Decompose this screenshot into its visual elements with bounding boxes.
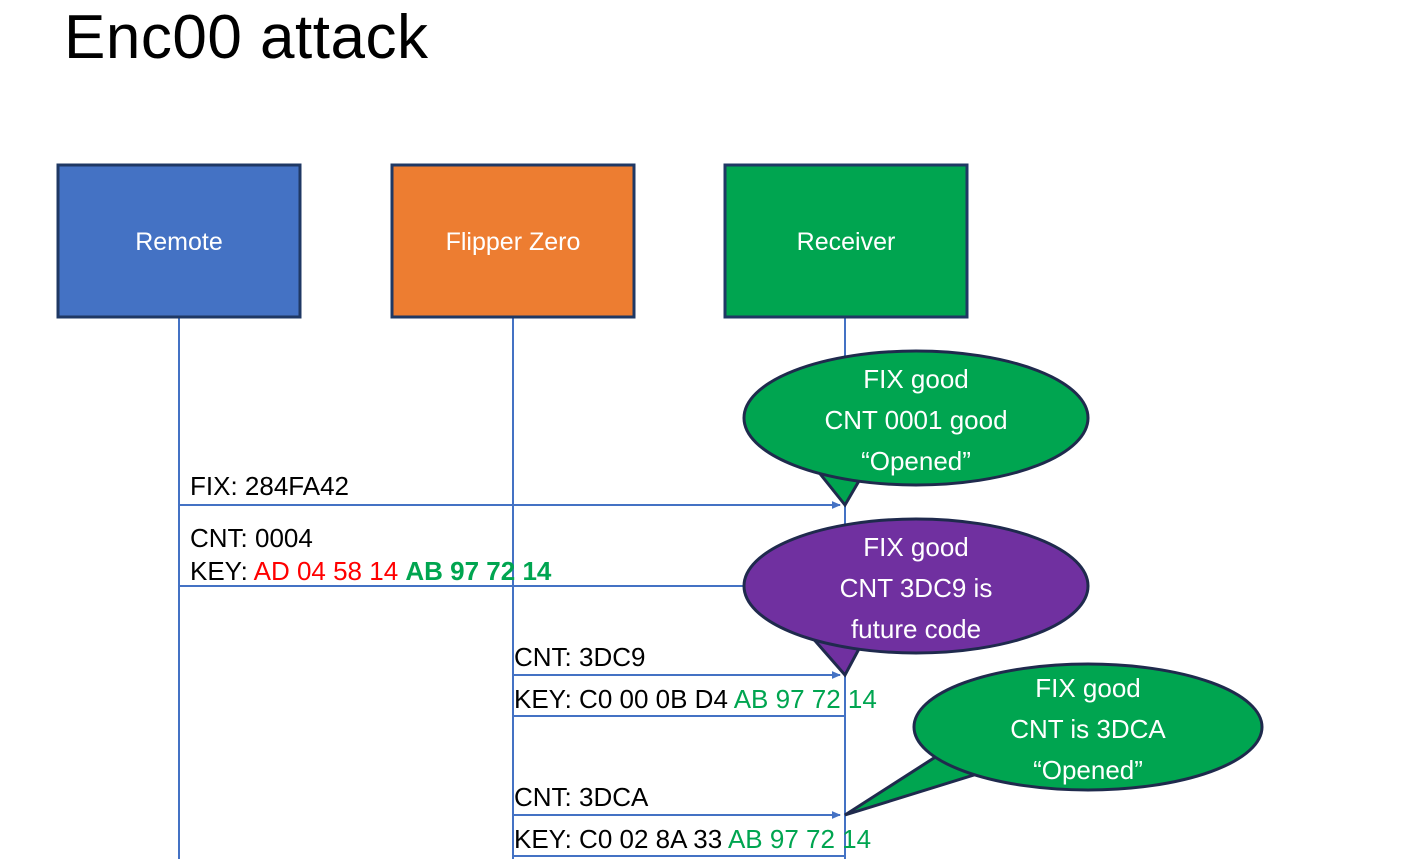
actor-box-flipper-zero[interactable]: Flipper Zero — [390, 163, 636, 319]
actor-box-remote[interactable]: Remote — [56, 163, 302, 319]
actor-rect-remote — [56, 163, 302, 319]
message-label-3-line-2: KEY: C0 00 0B D4 AB 97 72 14 — [514, 684, 877, 714]
message-label-3-line-1: CNT: 3DC9 — [514, 642, 645, 672]
callout-3-line-3: “Opened” — [1033, 755, 1143, 785]
actor-label-remote: Remote — [135, 228, 223, 256]
message-label-4-line-2: KEY: C0 02 8A 33 AB 97 72 14 — [514, 824, 871, 854]
message-label-4-line-1: CNT: 3DCA — [514, 782, 649, 812]
callout-1-line-2: CNT 0001 good — [824, 405, 1007, 435]
actor-label-flipper-zero: Flipper Zero — [446, 228, 581, 256]
actor-label-receiver: Receiver — [797, 228, 896, 256]
callout-1[interactable]: FIX good CNT 0001 good “Opened” — [742, 349, 1090, 508]
callout-1-line-3: “Opened” — [861, 446, 971, 476]
callout-2-bubble — [742, 517, 1090, 655]
callout-1-bubble — [742, 349, 1090, 487]
message-label-1-line-1: FIX: 284FA42 — [190, 471, 349, 501]
message-label-2-line-1: CNT: 0004 — [190, 523, 313, 553]
page-title: Enc00 attack — [64, 3, 429, 72]
callout-3[interactable]: FIX good CNT is 3DCA “Opened” — [844, 662, 1264, 817]
actor-box-receiver[interactable]: Receiver — [723, 163, 969, 319]
callout-3-line-2: CNT is 3DCA — [1010, 714, 1166, 744]
callout-3-line-1: FIX good — [1035, 673, 1141, 703]
message-label-2-line-2: KEY: AD 04 58 14 AB 97 72 14 — [190, 556, 552, 586]
callout-2-line-3: future code — [851, 614, 981, 644]
callout-2-line-1: FIX good — [863, 532, 969, 562]
callout-3-bubble — [912, 662, 1264, 792]
callout-2-line-2: CNT 3DC9 is — [840, 573, 993, 603]
callout-2[interactable]: FIX good CNT 3DC9 is future code — [742, 517, 1090, 678]
actor-rect-flipper-zero — [390, 163, 636, 319]
actor-rect-receiver — [723, 163, 969, 319]
callout-1-line-1: FIX good — [863, 364, 969, 394]
